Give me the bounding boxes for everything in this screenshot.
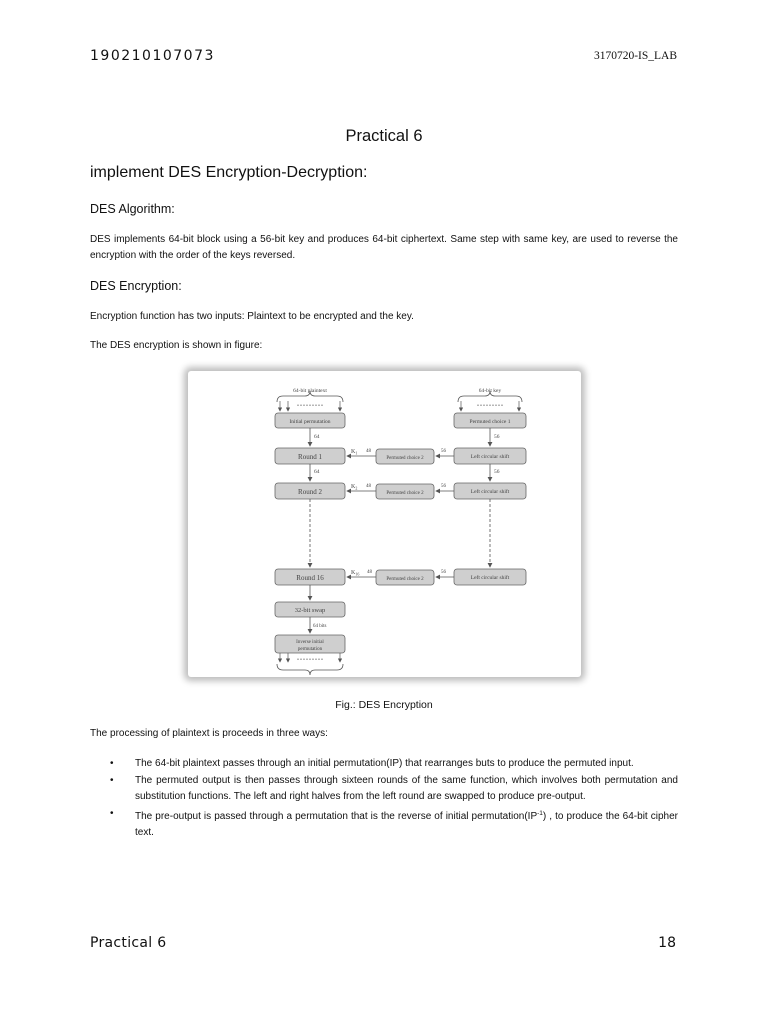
permuted-choice-2-label-16: Permuted choice 2 xyxy=(386,577,424,582)
swap-label: 32-bit swap xyxy=(295,607,326,614)
list-item: • The 64-bit plaintext passes through an… xyxy=(110,756,678,773)
key-k1-label: K1 xyxy=(351,449,357,456)
permuted-choice-2-box-16 xyxy=(375,569,435,586)
bullet-marker: • xyxy=(110,807,114,819)
bits-56-label-2: 56 xyxy=(494,469,500,475)
permuted-choice-2-label-2: Permuted choice 2 xyxy=(386,491,424,496)
plaintext-dots: • • • • • • • • • xyxy=(297,404,323,409)
bits-48-label-1: 48 xyxy=(366,449,372,454)
encryption-paragraph-1: Encryption function has two inputs: Plai… xyxy=(90,311,414,322)
list-item: • The permuted output is then passes thr… xyxy=(110,773,678,806)
permuted-choice-1-label: Permuted choice 1 xyxy=(470,419,511,425)
bits-64-label-2: 64 xyxy=(314,469,320,475)
algorithm-heading: DES Algorithm: xyxy=(90,202,175,216)
left-shift-16-label: Left circular shift xyxy=(471,574,510,581)
bits-56-label-1: 56 xyxy=(494,434,500,440)
algorithm-paragraph: DES implements 64-bit block using a 56-b… xyxy=(90,234,678,261)
left-shift-2-label: Left circular shift xyxy=(471,488,510,495)
round-1-label: Round 1 xyxy=(298,453,322,461)
bullet-text-2: The permuted output is then passes throu… xyxy=(135,774,678,803)
round-2-label: Round 2 xyxy=(298,488,322,496)
key-k2-label: K2 xyxy=(351,484,357,491)
key-dots: • • • • • • • • • xyxy=(477,404,503,409)
bullet-marker: • xyxy=(110,758,114,769)
permuted-choice-2-box-1 xyxy=(375,448,435,465)
bullet-text-3-sup: -1 xyxy=(537,809,543,817)
figure-caption: Fig.: DES Encryption xyxy=(335,699,433,711)
bullet-text-1: The 64-bit plaintext passes through an i… xyxy=(135,758,634,769)
round-16-label: Round 16 xyxy=(296,574,324,582)
bits-56-side-2: 56 xyxy=(441,484,447,489)
initial-permutation-label: Initial permutation xyxy=(289,419,330,425)
des-encryption-figure: 64-bit plaintext • • • • • • • • • 64-bi… xyxy=(188,371,581,677)
bits-48-label-2: 48 xyxy=(366,484,372,489)
key-k16-label: K16 xyxy=(351,570,359,577)
encryption-paragraph-2: The DES encryption is shown in figure: xyxy=(90,340,263,351)
bullet-text-3-post: ) , to produce the 64-bit cipher text. xyxy=(135,810,678,839)
footer-page-number: 18 xyxy=(658,935,676,951)
header-student-id: 190210107073 xyxy=(90,48,215,64)
plaintext-brace xyxy=(276,390,344,403)
inverse-permutation-box xyxy=(274,634,346,654)
bits-56-side-1: 56 xyxy=(441,449,447,454)
list-item: • The pre-output is passed through a per… xyxy=(110,806,678,842)
page-title: Practical 6 xyxy=(345,127,423,145)
bits-48-label-16: 48 xyxy=(367,570,373,575)
output-dots: • • • • • • • • • xyxy=(297,658,323,663)
bits-64-label-1: 64 xyxy=(314,434,320,440)
inverse-permutation-line2: permutation xyxy=(298,647,323,652)
inverse-permutation-line1: Inverse initial xyxy=(296,640,324,645)
permuted-choice-2-box-2 xyxy=(375,483,435,500)
bits-56-side-16: 56 xyxy=(441,570,447,575)
key-brace xyxy=(457,390,523,403)
bits-64-out-label: 64 bits xyxy=(313,624,327,629)
bullet-text-3-pre: The pre-output is passed through a permu… xyxy=(135,810,538,822)
left-shift-1-label: Left circular shift xyxy=(471,453,510,460)
footer-practical-label: Practical 6 xyxy=(90,935,167,951)
bullet-marker: • xyxy=(110,774,114,786)
ciphertext-brace xyxy=(276,663,344,676)
main-heading: implement DES Encryption-Decryption: xyxy=(90,164,368,181)
processing-steps-list: • The 64-bit plaintext passes through an… xyxy=(90,756,678,842)
permuted-choice-2-label-1: Permuted choice 2 xyxy=(386,456,424,461)
encryption-heading: DES Encryption: xyxy=(90,279,182,293)
des-diagram: 64-bit plaintext • • • • • • • • • 64-bi… xyxy=(274,388,527,676)
processing-intro: The processing of plaintext is proceeds … xyxy=(90,728,328,739)
header-course-code: 3170720-IS_LAB xyxy=(593,50,677,62)
